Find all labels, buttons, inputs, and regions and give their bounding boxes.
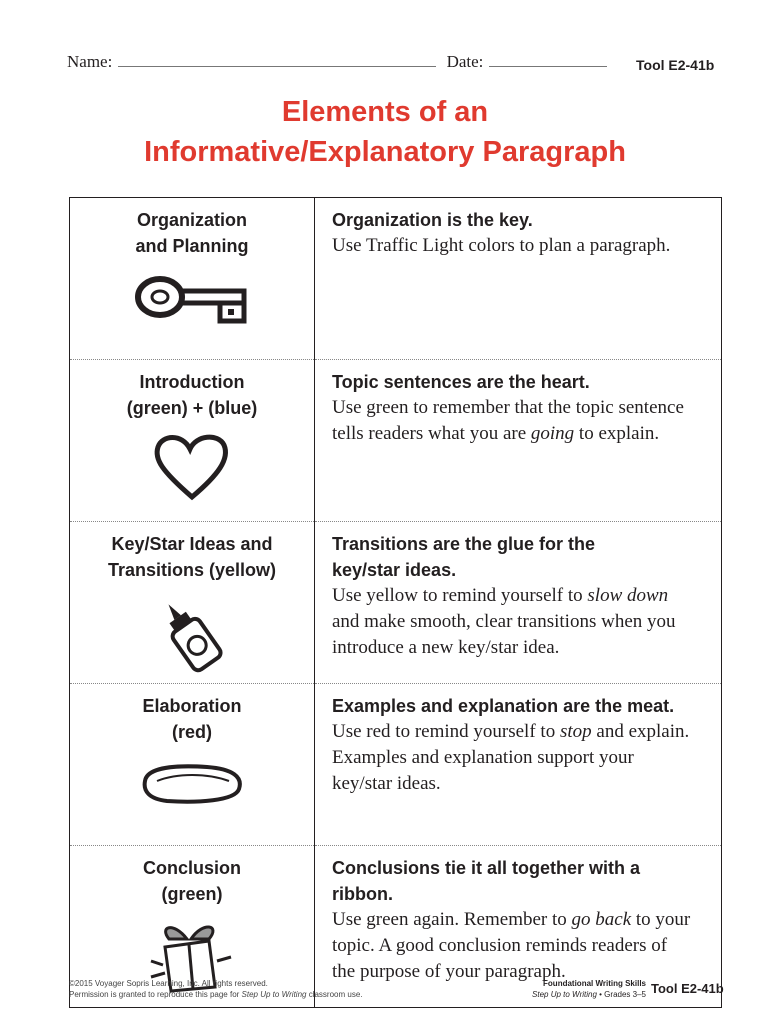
body-text: Use red to remind yourself to [332, 721, 560, 742]
copyright-text: ©2015 Voyager Sopris Learning, Inc. All … [69, 979, 268, 988]
permission-em: Step Up to Writing [241, 990, 307, 999]
label-line: and Planning [135, 236, 249, 256]
body-text: Use yellow to remind yourself to [332, 585, 588, 606]
element-description: Organization is the key. Use Traffic Ligh… [315, 198, 722, 360]
description-body: Use green to remember that the topic sen… [332, 395, 711, 447]
body-text: topic. A good conclusion reminds readers… [332, 935, 668, 956]
label-line: Organization [136, 210, 247, 230]
elements-table: Organization and Planning Organization is… [69, 197, 722, 1008]
label-line: (red) [172, 722, 212, 742]
body-text: introduce a new key/star idea. [332, 637, 560, 658]
permission-pre: Permission is granted to reproduce this … [69, 990, 242, 999]
body-emphasis: slow down [587, 585, 669, 606]
table-row: Introduction (green) + (blue) Topic sente… [69, 359, 722, 522]
name-date-fields: Name: Date: [67, 52, 613, 72]
product-name: Step Up to Writing [532, 990, 597, 999]
product-grades: Step Up to Writing • Grades 3–5 [532, 989, 646, 1000]
description-body: Use yellow to remind yourself to slow do… [332, 583, 711, 661]
body-text: the purpose of your paragraph. [332, 961, 566, 982]
glue-icon [168, 604, 223, 673]
body-text: to explain. [574, 423, 660, 444]
description-heading: Transitions are the glue for the key/star… [332, 531, 711, 583]
body-text: Use green to remember that the topic sen… [332, 397, 684, 418]
body-emphasis: go back [571, 909, 632, 930]
table-row: Elaboration (red) Examples and explanatio… [69, 683, 722, 846]
label-line: Introduction [139, 372, 245, 392]
element-description: Conclusions tie it all together with a ri… [314, 845, 722, 1008]
element-description: Examples and explanation are the meat. Us… [314, 683, 722, 846]
table-row: Conclusion (green) Conclusions tie it all… [69, 845, 722, 1008]
heading-line: ribbon. [332, 884, 393, 904]
body-text: to your [631, 909, 691, 930]
element-label: Introduction (green) + (blue) [69, 359, 315, 522]
permission-text: Permission is granted to reproduce this … [69, 989, 363, 1000]
body-text: and explain. [591, 721, 690, 742]
description-heading: Topic sentences are the heart. [332, 372, 590, 392]
element-label: Elaboration (red) [69, 683, 315, 846]
table-row: Organization and Planning Organization is… [69, 197, 722, 360]
body-text: tells readers what you are [332, 423, 531, 444]
heading-line: Transitions are the glue for the [332, 534, 596, 554]
permission-post: classroom use. [306, 990, 363, 999]
description-heading: Organization is the key. [332, 210, 533, 230]
label-line: (green) + (blue) [126, 398, 258, 418]
name-label: Name: [67, 52, 113, 71]
date-label: Date: [446, 52, 484, 71]
body-text: key/star ideas. [332, 773, 441, 794]
element-description: Transitions are the glue for the key/star… [314, 521, 722, 684]
body-emphasis: stop [559, 721, 592, 742]
element-description: Topic sentences are the heart. Use green … [314, 359, 722, 522]
name-field[interactable] [118, 65, 437, 67]
element-label: Conclusion (green) [69, 845, 315, 1008]
label-line: (green) [161, 884, 223, 904]
description-body: Use red to remind yourself to stop and e… [332, 719, 711, 797]
grades: • Grades 3–5 [596, 990, 646, 999]
description-body: Use green again. Remember to go back to … [332, 907, 711, 985]
body-emphasis: going [530, 423, 575, 444]
copyright-notice: ©2015 Voyager Sopris Learning, Inc. All … [69, 978, 363, 1000]
description-heading: Examples and explanation are the meat. [332, 696, 675, 716]
title-line-2: Informative/Explanatory Paragraph [144, 136, 626, 168]
key-icon [135, 276, 247, 324]
title-line-1: Elements of an [281, 96, 489, 128]
description-body: Use Traffic Light colors to plan a parag… [332, 235, 671, 256]
heading-line: key/star ideas. [332, 560, 457, 580]
page-title: Elements of an Informative/Explanatory Pa… [0, 92, 770, 172]
label-line: Elaboration [142, 696, 242, 716]
element-label: Organization and Planning [69, 197, 315, 360]
body-text: Use green again. Remember to [332, 909, 572, 930]
gift-ribbon-icon [150, 925, 232, 993]
description-heading: Conclusions tie it all together with a ri… [332, 855, 711, 907]
label-line: Key/Star Ideas and [111, 534, 273, 554]
heading-line: Conclusions tie it all together with a [332, 858, 641, 878]
body-text: Examples and explanation support your [332, 747, 634, 768]
body-text: and make smooth, clear transitions when … [332, 611, 676, 632]
label-line: Transitions (yellow) [107, 560, 277, 580]
footer-tool-id: Tool E2-41b [651, 981, 724, 996]
date-field[interactable] [489, 65, 608, 67]
meat-icon [142, 764, 242, 804]
label-line: Conclusion [143, 858, 241, 878]
series-name: Foundational Writing Skills [543, 979, 646, 988]
heart-icon [154, 434, 228, 501]
tool-id: Tool E2-41b [636, 57, 715, 73]
